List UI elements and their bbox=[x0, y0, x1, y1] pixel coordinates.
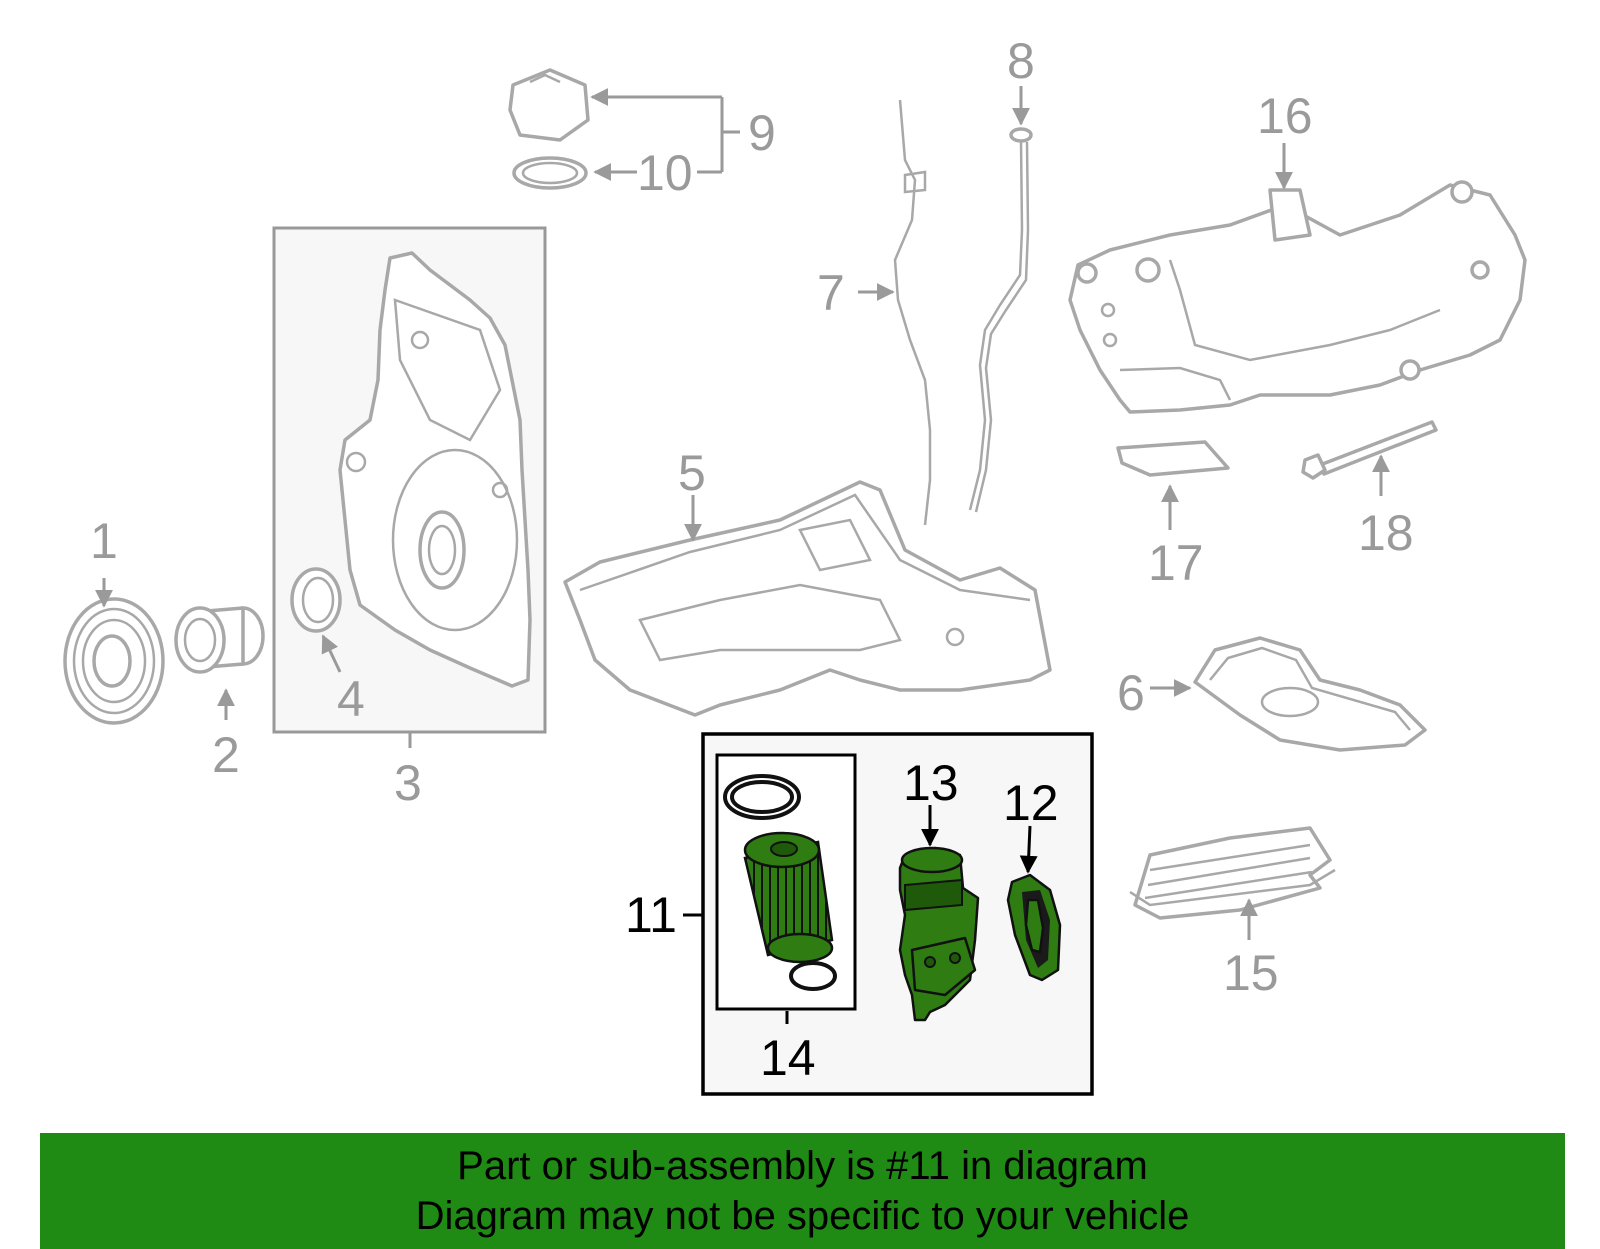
callout-14: 14 bbox=[760, 1030, 816, 1086]
part-bolt[interactable] bbox=[1301, 420, 1438, 480]
part-filter-housing[interactable] bbox=[898, 846, 980, 1022]
part-sleeve[interactable] bbox=[174, 606, 265, 674]
callout-1: 1 bbox=[90, 513, 118, 569]
banner-line-1: Part or sub-assembly is #11 in diagram bbox=[457, 1144, 1148, 1188]
part-housing-gasket[interactable] bbox=[1006, 873, 1062, 982]
part-seal-ring[interactable] bbox=[290, 567, 342, 633]
leader-lines-highlight bbox=[683, 805, 1038, 1024]
callout-8: 8 bbox=[1007, 33, 1035, 89]
callout-11: 11 bbox=[625, 887, 677, 943]
callout-9: 9 bbox=[748, 105, 776, 161]
part-mount-pad[interactable] bbox=[1116, 440, 1230, 477]
part-timing-cover[interactable] bbox=[338, 251, 532, 688]
callout-5: 5 bbox=[678, 445, 706, 501]
callout-6: 6 bbox=[1117, 665, 1145, 721]
part-oil-cooler[interactable] bbox=[1129, 826, 1336, 920]
callout-12: 12 bbox=[1003, 775, 1059, 831]
callout-3: 3 bbox=[394, 755, 422, 811]
info-banner: Part or sub-assembly is #11 in diagram D… bbox=[40, 1133, 1565, 1249]
part-filler-cap[interactable] bbox=[508, 68, 590, 142]
callout-10: 10 bbox=[637, 145, 693, 201]
part-pulley[interactable] bbox=[63, 597, 165, 725]
callout-16: 16 bbox=[1257, 88, 1313, 144]
part-oil-pan[interactable] bbox=[563, 480, 1052, 717]
part-dipstick-tube[interactable] bbox=[893, 99, 932, 526]
banner-line-2: Diagram may not be specific to your vehi… bbox=[415, 1194, 1190, 1238]
leader-lines bbox=[95, 86, 1390, 940]
callout-13: 13 bbox=[903, 755, 959, 811]
callout-7: 7 bbox=[817, 265, 845, 321]
callout-15: 15 bbox=[1223, 945, 1279, 1001]
part-dipstick[interactable] bbox=[968, 127, 1033, 513]
part-pan-plate[interactable] bbox=[1193, 636, 1427, 752]
callout-17: 17 bbox=[1148, 535, 1204, 591]
callout-18: 18 bbox=[1358, 505, 1414, 561]
callout-2: 2 bbox=[212, 727, 240, 783]
callout-4: 4 bbox=[337, 671, 365, 727]
part-oil-filter-kit[interactable] bbox=[723, 774, 837, 991]
part-cap-gasket[interactable] bbox=[512, 156, 588, 190]
callout-numbers: 1 2 3 4 5 6 7 8 9 10 11 12 13 14 15 16 1… bbox=[90, 33, 1414, 1086]
part-engine-bracket[interactable] bbox=[1068, 180, 1527, 414]
